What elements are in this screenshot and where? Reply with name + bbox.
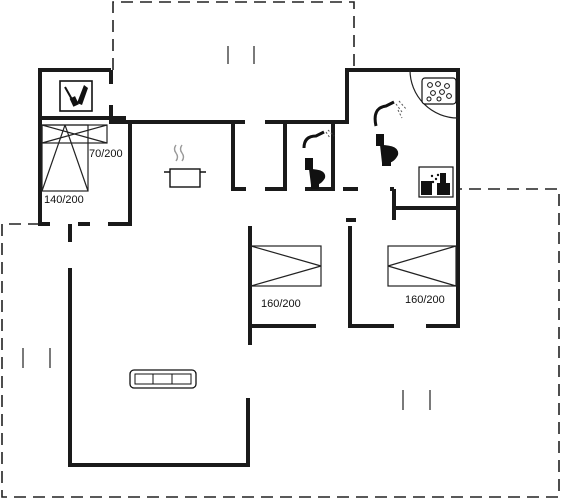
shower-icon [373,100,408,127]
bed-size-label: 70/200 [89,148,123,160]
bunk-bed-large [41,124,89,192]
bed-size-label: 160/200 [405,294,445,306]
terrace-marker [22,348,51,368]
terrace-marker [402,390,431,410]
bunk-bed-small [41,124,108,144]
bed-size-label: 160/200 [261,298,301,310]
toilet-icon [376,134,399,166]
bed-size-label: 140/200 [44,194,84,206]
utility-room-icon [59,80,93,112]
whirlpool-icon [421,77,457,105]
double-bed-left [250,245,322,287]
toilet-icon [305,158,326,189]
walls [38,68,460,467]
sauna-icon [418,166,454,198]
double-bed-right [387,245,457,287]
terrace-marker [227,46,255,64]
sofa-icon [129,369,197,389]
cooking-pot-icon [164,144,206,188]
terrace-markers [22,46,431,410]
shower-icon [302,129,335,149]
